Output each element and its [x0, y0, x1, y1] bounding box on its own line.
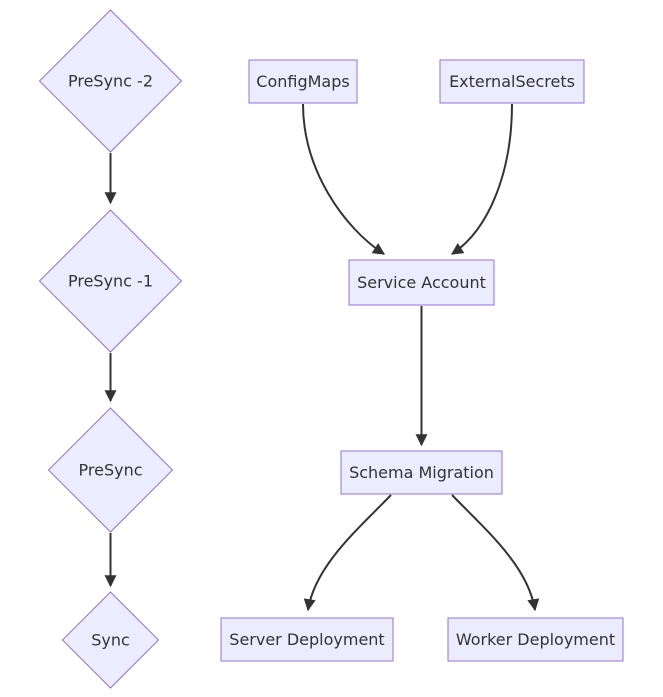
externalsecrets-label: ExternalSecrets — [449, 72, 575, 91]
edge-schemamigration-workerdeployment — [451, 494, 540, 612]
node-presync: PreSync — [47, 407, 174, 533]
workerdeployment-label: Worker Deployment — [456, 630, 615, 649]
edge-schemamigration-serverdeployment — [303, 494, 392, 612]
presync1-label: PreSync -1 — [68, 272, 153, 291]
configmaps-box — [248, 59, 358, 104]
node-schemamigration: Schema Migration — [340, 450, 503, 495]
serviceaccount-box — [348, 259, 495, 306]
schemamigration-box — [340, 450, 503, 495]
workerdeployment-box — [447, 617, 624, 662]
sync-diamond — [61, 591, 160, 689]
sync-label: Sync — [91, 631, 130, 650]
node-presync2: PreSync -2 — [38, 9, 183, 153]
node-sync: Sync — [61, 591, 160, 689]
configmaps-label: ConfigMaps — [256, 72, 349, 91]
presync2-label: PreSync -2 — [68, 72, 153, 91]
presync-label: PreSync — [79, 461, 143, 480]
node-presync1: PreSync -1 — [38, 209, 183, 353]
serverdeployment-box — [220, 617, 394, 662]
node-configmaps: ConfigMaps — [248, 59, 358, 104]
schemamigration-label: Schema Migration — [349, 463, 494, 482]
serverdeployment-label: Server Deployment — [229, 630, 384, 649]
edge-externalsecrets-serviceaccount — [450, 103, 513, 255]
node-serviceaccount: Service Account — [348, 259, 495, 306]
presync2-diamond — [38, 9, 183, 153]
externalsecrets-box — [439, 59, 585, 104]
edge-configmaps-serviceaccount — [302, 103, 386, 255]
edge-layer — [104, 103, 540, 612]
presync1-diamond — [38, 209, 183, 353]
presync-diamond — [47, 407, 174, 533]
node-externalsecrets: ExternalSecrets — [439, 59, 585, 104]
serviceaccount-label: Service Account — [357, 273, 486, 292]
node-serverdeployment: Server Deployment — [220, 617, 394, 662]
node-workerdeployment: Worker Deployment — [447, 617, 624, 662]
